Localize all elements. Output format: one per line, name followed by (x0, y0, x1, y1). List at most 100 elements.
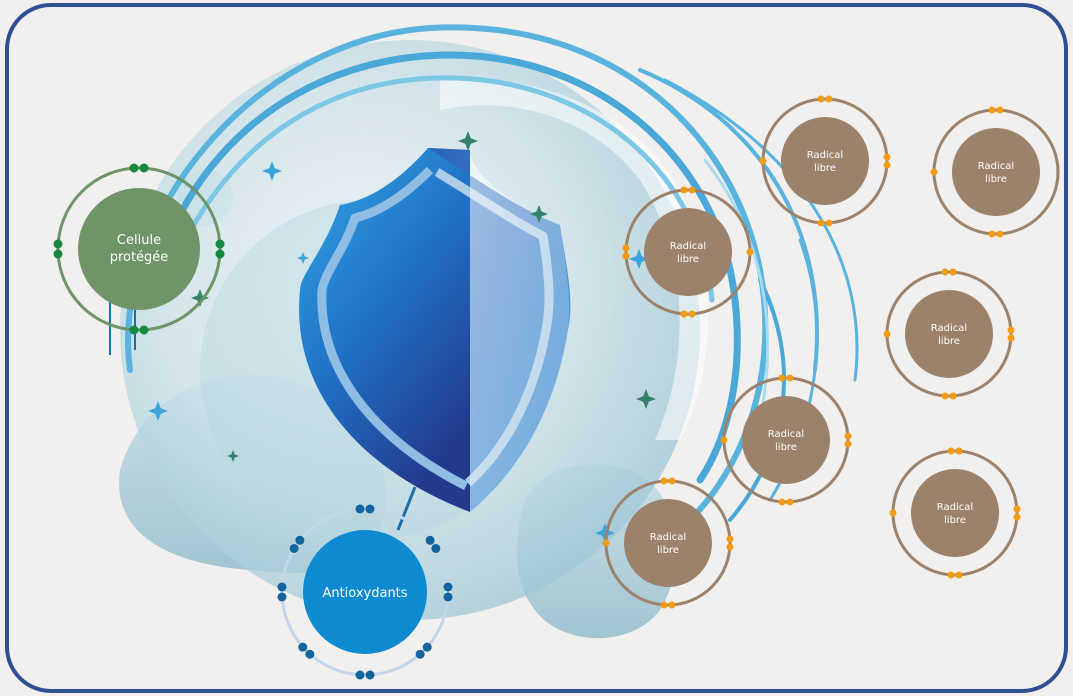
radical-unpaired-electron (930, 168, 938, 176)
antioxidant-electron (365, 504, 375, 514)
antioxidant-molecule: Antioxydants (277, 504, 453, 680)
radical-electron (996, 106, 1004, 114)
antioxidant-electron (295, 535, 305, 545)
connector-antioxidant-shield (396, 486, 417, 531)
radical-electron (688, 310, 696, 318)
radical-electron (1013, 513, 1021, 521)
radical-electron (668, 477, 676, 485)
radical-electron (825, 95, 833, 103)
radical-label-line-2: libre (814, 163, 836, 174)
sparkle-icon (297, 252, 309, 264)
shield-icon (299, 148, 571, 512)
radical-electron (955, 447, 963, 455)
antioxidant-core (303, 530, 427, 654)
radical-electron (622, 252, 630, 260)
cell-electron (129, 163, 139, 173)
radical-electron (817, 95, 825, 103)
sparkle-icon (191, 289, 209, 307)
radical-electron (1013, 505, 1021, 513)
cell-electron (53, 239, 63, 249)
radical-electron (680, 310, 688, 318)
sparkle-icon (530, 205, 548, 223)
antioxidant-label: Antioxydants (322, 586, 407, 601)
antioxidant-electron (305, 649, 315, 659)
antioxidant-electron (355, 504, 365, 514)
radical-label-line-2: libre (775, 442, 797, 453)
radical-electron (778, 374, 786, 382)
radical-core (781, 117, 869, 205)
antioxidant-electron (365, 670, 375, 680)
cell-electron (129, 325, 139, 335)
radical-electron (786, 374, 794, 382)
sparkles (148, 131, 656, 543)
cell-electron (139, 163, 149, 173)
cell-core (78, 188, 200, 310)
cell-electrons (53, 163, 225, 335)
cell-label-line-2: protégée (110, 250, 169, 265)
radical-electron (941, 392, 949, 400)
radical-electron (778, 498, 786, 506)
sparkle-icon (629, 249, 649, 269)
radical-label-line-1: Radical (807, 150, 843, 161)
radical-electron (1007, 334, 1015, 342)
antioxidant-electron (355, 670, 365, 680)
antioxidant-electron (289, 543, 299, 553)
radical-core (911, 469, 999, 557)
radical-unpaired-electron (602, 539, 610, 547)
radical-electron (949, 268, 957, 276)
free-radical: Radical libre (759, 95, 891, 227)
radical-electron (825, 219, 833, 227)
radical-unpaired-electron (746, 248, 754, 256)
radical-unpaired-electron (759, 157, 767, 165)
antioxidant-electron (443, 582, 453, 592)
antioxidant-orbit (280, 507, 450, 677)
antioxidant-electron (277, 592, 287, 602)
radical-electron (941, 268, 949, 276)
radical-electron (883, 161, 891, 169)
radical-electron (947, 571, 955, 579)
radical-core (952, 128, 1040, 216)
cell-label-line-1: Cellule (117, 233, 161, 248)
radical-label-line-2: libre (938, 336, 960, 347)
radical-electron (660, 477, 668, 485)
free-radical: Radical libre (720, 374, 852, 506)
antioxidant-electron (415, 649, 425, 659)
cell-electron (215, 249, 225, 259)
antioxidant-electrons (277, 504, 453, 680)
radical-label-line-2: libre (677, 254, 699, 265)
radical-electron (726, 535, 734, 543)
radical-electron (949, 392, 957, 400)
radical-core (644, 208, 732, 296)
radical-electron (786, 498, 794, 506)
radical-unpaired-electron (883, 330, 891, 338)
antioxidant-electron (443, 592, 453, 602)
sparkle-icon (262, 161, 282, 181)
radical-electron (1007, 326, 1015, 334)
radical-label-line-2: libre (985, 174, 1007, 185)
sparkle-icon (227, 450, 239, 462)
radical-label-line-1: Radical (937, 502, 973, 513)
sparkle-icon (458, 131, 478, 151)
radical-electron (622, 244, 630, 252)
cell-electron (139, 325, 149, 335)
protected-cell: Cellule protégée (53, 163, 225, 335)
radical-label-line-1: Radical (978, 161, 1014, 172)
radical-electron (996, 230, 1004, 238)
cell-orbit (56, 166, 222, 332)
sparkle-icon (636, 389, 656, 409)
radical-electron (660, 601, 668, 609)
antioxidant-electron (277, 582, 287, 592)
free-radical: Radical libre (889, 447, 1021, 579)
radical-electron (844, 440, 852, 448)
radical-label-line-2: libre (944, 515, 966, 526)
radical-electron (817, 219, 825, 227)
radical-label-line-1: Radical (768, 429, 804, 440)
bubble-highlight (440, 78, 709, 440)
frame (5, 3, 1068, 693)
radical-label-line-1: Radical (650, 532, 686, 543)
antioxidant-electron (431, 543, 441, 553)
